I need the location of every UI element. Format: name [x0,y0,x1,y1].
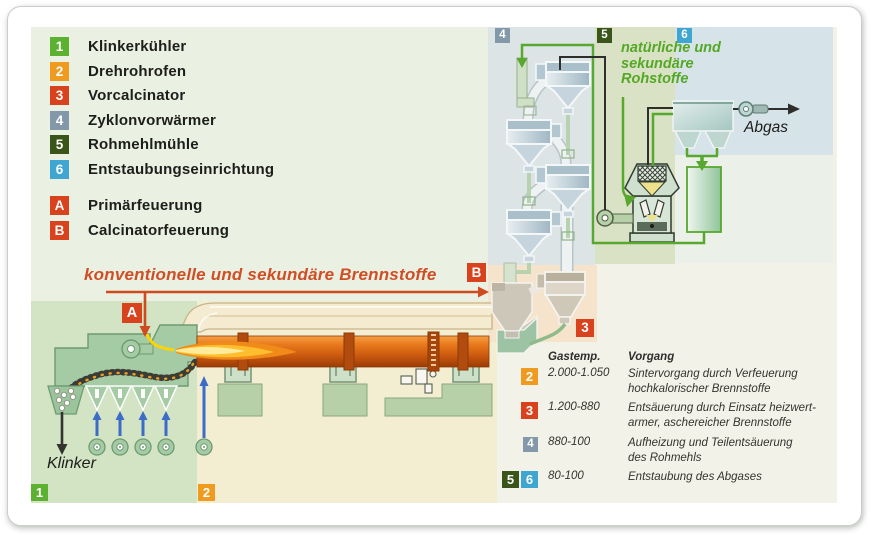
legend-badge-6: 6 [50,160,69,179]
diagram-badge-4: 4 [495,28,510,43]
legend-badge-1: 1 [50,37,69,56]
legend-item: 6 Entstaubungseinrichtung [50,160,274,179]
legend-item: 4 Zyklonvorwärmer [50,111,216,130]
table-badge-4: 4 [523,437,538,452]
legend-item: B Calcinatorfeuerung [50,221,229,240]
table-badge-2: 2 [521,368,538,385]
legend-label: Vorcalcinator [88,87,186,104]
diagram-badge-b: B [467,263,486,282]
legend-label: Calcinatorfeuerung [88,222,230,239]
legend-label: Primärfeuerung [88,197,203,214]
cooling-air-arrows [95,384,206,438]
kiln-flame [176,341,297,360]
raw-meal-arrowheads [516,58,708,207]
table-badge-5: 5 [502,471,519,488]
dedusting-filter [672,100,800,233]
diagram-badge-a: A [122,303,142,323]
legend-label: Entstaubungseinrichtung [88,161,275,178]
cyclone-4 [504,209,554,263]
meal-silo [686,166,722,233]
legend-badge-3: 3 [50,86,69,105]
legend-badge-4: 4 [50,111,69,130]
legend-item: 1 Klinkerkühler [50,37,186,56]
legend-label: Zyklonvorwärmer [88,112,217,129]
legend-badge-b: B [50,221,69,240]
legend-label: Drehrohrofen [88,63,187,80]
legend-item: 5 Rohmehlmühle [50,135,199,154]
cooler-fans [88,438,213,456]
diagram-badge-6: 6 [677,28,692,43]
cooling-air-arrowheads [92,376,209,420]
fuel-arrows [106,286,489,337]
kiln-drive [400,368,437,394]
raw-mill [596,163,680,243]
table-badge-6: 6 [521,471,538,488]
process-description: Entsäuerung durch Einsatz heizwert-armer… [628,402,816,429]
legend-item: 2 Drehrohrofen [50,62,186,81]
table-row: 5 6 80-100 Entstaubung des Abgases [500,470,843,488]
exhaust-gas-label: Abgas [744,119,788,136]
diagram-badge-2: 2 [198,484,215,501]
tertiary-air-duct [179,302,493,333]
legend-label: Rohmehlmühle [88,136,199,153]
process-description: Entstaubung des Abgases [628,471,762,483]
cyclone-1 [543,61,593,115]
cyclone-2 [504,119,554,173]
temp-range: 1.200-880 [548,401,600,413]
column-header-temp: Gastemp. [548,351,601,363]
legend-badge-a: A [50,196,69,215]
clinker-cooler [47,324,213,456]
vorcalcinator-group [491,183,586,354]
diagram-badge-3: 3 [576,319,594,337]
cyclone-preheater [504,57,593,274]
temp-range: 880-100 [548,436,591,448]
legend-item: A Primärfeuerung [50,196,203,215]
legend-badge-2: 2 [50,62,69,81]
clinker-label: Klinker [47,455,96,472]
column-header-process: Vorgang [628,351,675,363]
diagram-badge-5: 5 [597,28,612,43]
zone-entstaubung [675,27,833,155]
gas-lines [559,56,673,210]
table-row: 3 1.200-880 Entsäuerung durch Einsatz he… [500,401,843,431]
legend-item: 3 Vorcalcinator [50,86,185,105]
table-row: 4 880-100 Aufheizung und Teilentsäuerung… [500,436,843,466]
legend-label: Klinkerkühler [88,38,187,55]
temp-range: 80-100 [548,470,584,482]
table-badge-3: 3 [521,402,538,419]
raw-materials-label: natürliche und sekundäre Rohstoffe [621,40,721,88]
table-row: 2 2.000-1.050 Sintervorgang durch Verfeu… [500,367,843,397]
fuels-label: konventionelle und sekundäre Brennstoffe [84,265,437,284]
temp-range: 2.000-1.050 [548,367,610,379]
calcinator-cyclone [536,271,586,325]
rotary-kiln [176,331,493,417]
cyclone-3 [543,164,593,218]
diagram-badge-1: 1 [31,484,48,501]
legend-badge-5: 5 [50,135,69,154]
